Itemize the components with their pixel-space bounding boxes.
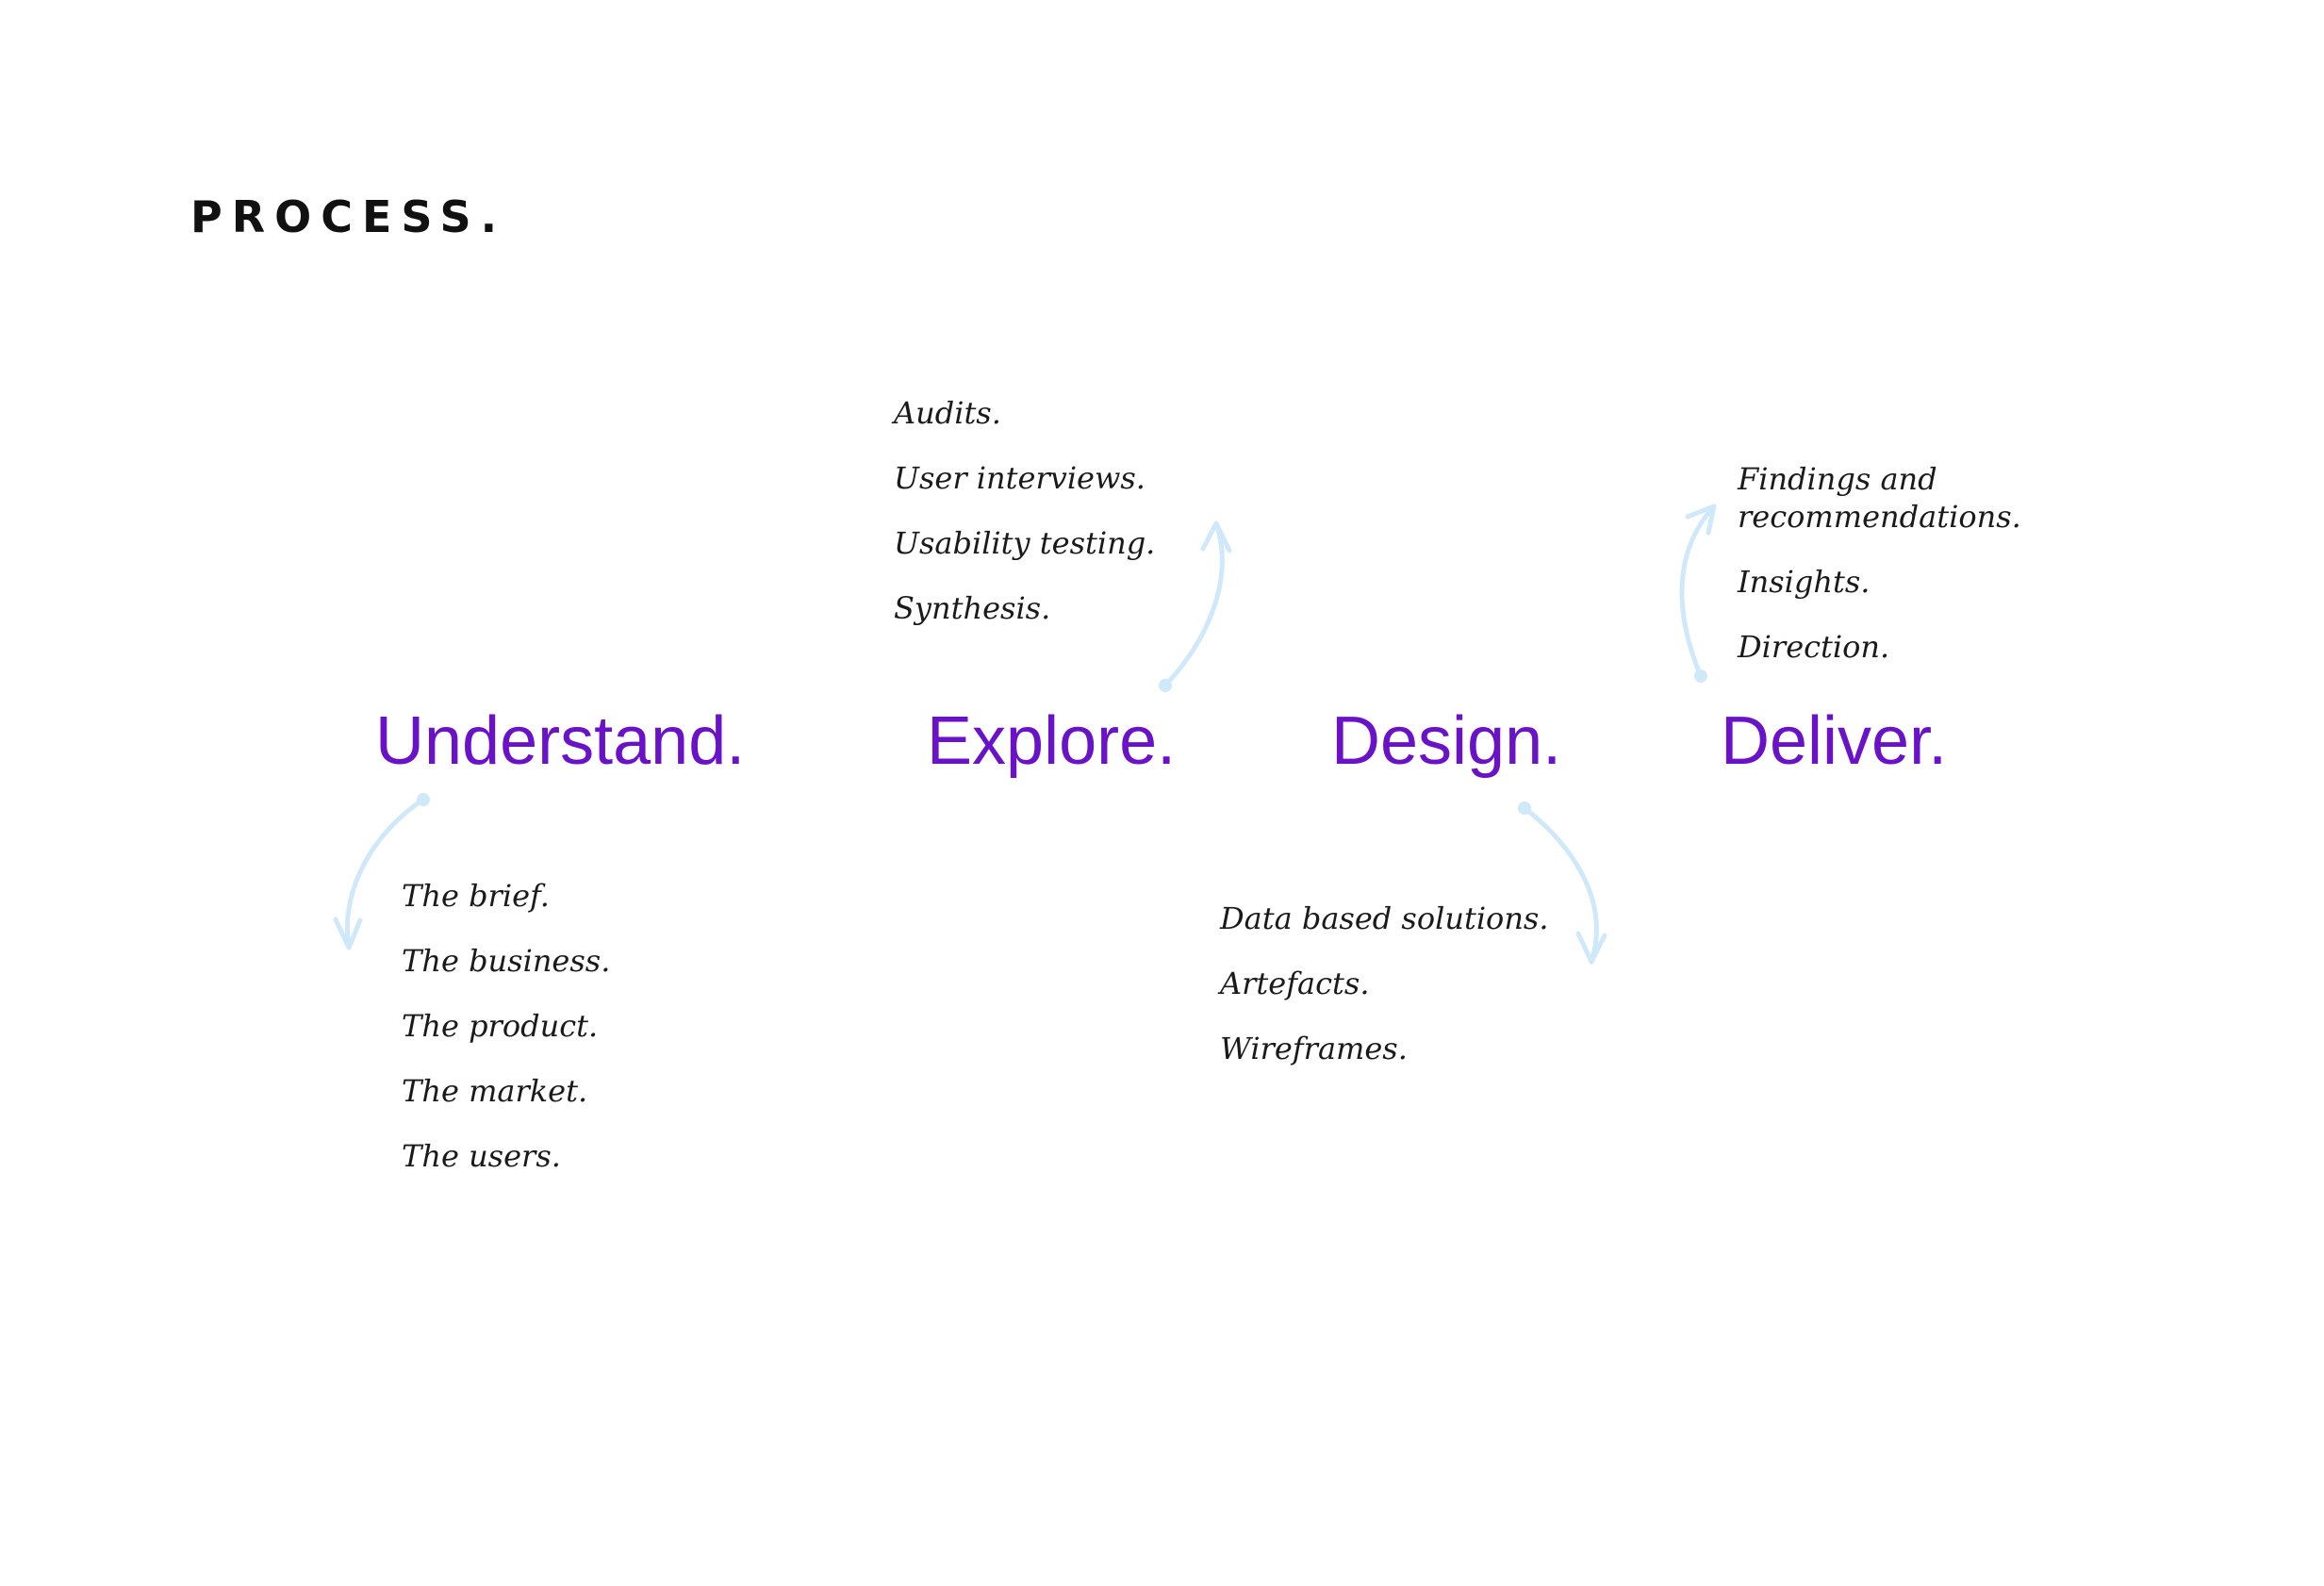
note-item: Findings and recommendations.	[1738, 461, 2021, 535]
explore-notes: Audits. User interviews. Usability testi…	[894, 394, 1155, 654]
note-item: Artefacts.	[1220, 966, 1370, 1001]
stage-understand: Understand.	[375, 703, 746, 779]
note-item: The product.	[402, 1008, 599, 1044]
page-title: PROCESS.	[190, 191, 507, 242]
deliver-notes: Findings and recommendations. Insights. …	[1738, 460, 2049, 693]
note-item: Wireframes.	[1220, 1031, 1408, 1066]
note-item: The users.	[402, 1138, 561, 1174]
note-item: User interviews.	[894, 460, 1146, 496]
deliver-arrow	[1679, 504, 1717, 683]
note-item: Direction.	[1738, 629, 1890, 665]
note-item: Insights.	[1738, 564, 1871, 600]
note-item: The market.	[402, 1073, 588, 1109]
note-item: The brief.	[402, 878, 550, 914]
note-item: Audits.	[894, 395, 1001, 431]
stage-explore: Explore.	[927, 703, 1177, 779]
design-notes: Data based solutions. Artefacts. Wirefra…	[1220, 900, 1549, 1095]
understand-notes: The brief. The business. The product. Th…	[402, 877, 610, 1202]
note-item: Synthesis.	[894, 590, 1051, 626]
note-item: Data based solutions.	[1220, 900, 1549, 936]
explore-arrow	[1159, 520, 1232, 692]
stage-design: Design.	[1331, 703, 1562, 779]
stage-deliver: Deliver.	[1721, 703, 1948, 779]
note-item: Usability testing.	[894, 525, 1156, 561]
note-item: The business.	[402, 943, 611, 979]
